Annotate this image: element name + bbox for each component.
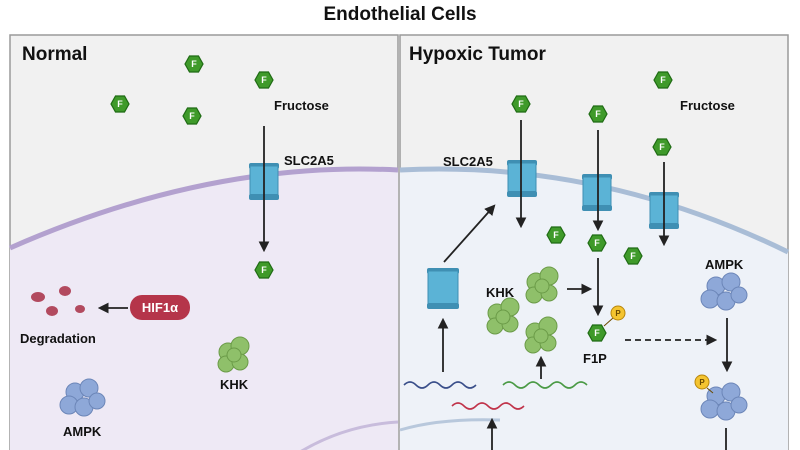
fructose-molecule: F <box>588 105 608 123</box>
transporter-label-normal: SLC2A5 <box>284 153 334 168</box>
panel-hypoxic-title: Hypoxic Tumor <box>409 44 546 65</box>
svg-text:F: F <box>594 328 600 338</box>
mrna-strand-hif1a <box>451 402 525 410</box>
svg-text:P: P <box>615 309 621 318</box>
mrna-strand-slc2a5 <box>403 381 477 389</box>
fructose-molecule: F <box>623 247 643 265</box>
svg-text:F: F <box>518 99 524 109</box>
ampk-label-normal: AMPK <box>63 424 102 439</box>
f1p-phosphate-bond <box>603 317 614 327</box>
svg-text:P: P <box>699 378 705 387</box>
svg-text:F: F <box>117 99 123 109</box>
khk-protein-normal <box>217 336 250 373</box>
transporter-label-hypoxic: SLC2A5 <box>443 154 493 169</box>
svg-text:F: F <box>261 265 267 275</box>
fructose-molecule: F <box>511 95 531 113</box>
phosphate-group: P <box>694 374 710 390</box>
fructose-molecule: F <box>110 95 130 113</box>
fructose-label-normal: Fructose <box>274 98 329 113</box>
transporter-trafficking-arrow <box>443 204 496 263</box>
ampk-phosphate-bond <box>706 387 714 394</box>
fructose-molecule: F <box>546 226 566 244</box>
fructose-molecule: F <box>652 138 672 156</box>
svg-text:F: F <box>261 75 267 85</box>
slc2a5-transporter-hypoxic <box>507 160 537 197</box>
ampk-protein-normal <box>59 378 106 417</box>
panel-normal: Normal F F F F F Fructose SLC2A5 Degrada… <box>8 34 399 450</box>
phosphate-group: P <box>610 305 626 321</box>
svg-text:F: F <box>189 111 195 121</box>
svg-text:F: F <box>191 59 197 69</box>
fructose-molecule: F <box>653 71 673 89</box>
svg-text:F: F <box>630 251 636 261</box>
f1p-label: F1P <box>583 351 607 366</box>
slc2a5-transporter-trafficking <box>427 268 459 309</box>
svg-text:F: F <box>553 230 559 240</box>
fructose-label-hypoxic: Fructose <box>680 98 735 113</box>
hif1a-badge <box>130 295 190 320</box>
ampk-protein-hypoxic <box>700 272 748 311</box>
degradation-fragments <box>31 286 85 316</box>
cell-membrane-normal <box>8 166 399 251</box>
fructose-molecule: F <box>254 261 274 279</box>
khk-label-normal: KHK <box>220 377 249 392</box>
mrna-strand-khk <box>502 381 588 389</box>
khk-label-hypoxic: KHK <box>486 285 515 300</box>
fructose-molecule: F <box>587 234 607 252</box>
figure-title: Endothelial Cells <box>323 4 476 25</box>
fructose-molecule: F <box>254 71 274 89</box>
svg-text:F: F <box>660 75 666 85</box>
cell-cytoplasm-normal <box>10 168 398 450</box>
fructose-molecule: F <box>182 107 202 125</box>
fructose-molecule: F <box>184 55 204 73</box>
hif1a-label: HIF1α <box>142 300 178 315</box>
panel-hypoxic: Hypoxic Tumor F F F F F F F Fructose SLC… <box>399 34 790 450</box>
f1p-molecule: F <box>587 324 607 342</box>
ampk-label-hypoxic: AMPK <box>705 257 744 272</box>
khk-protein-hypoxic <box>524 316 558 354</box>
svg-text:F: F <box>594 238 600 248</box>
slc2a5-transporter-hypoxic <box>582 174 612 211</box>
nucleus-edge-normal <box>300 420 399 450</box>
degradation-label: Degradation <box>20 331 96 346</box>
svg-text:F: F <box>595 109 601 119</box>
panel-normal-title: Normal <box>22 44 87 65</box>
ampk-protein-phosphorylated <box>700 382 748 421</box>
khk-protein-hypoxic <box>525 266 559 304</box>
svg-text:F: F <box>659 142 665 152</box>
khk-protein-hypoxic <box>486 297 520 335</box>
